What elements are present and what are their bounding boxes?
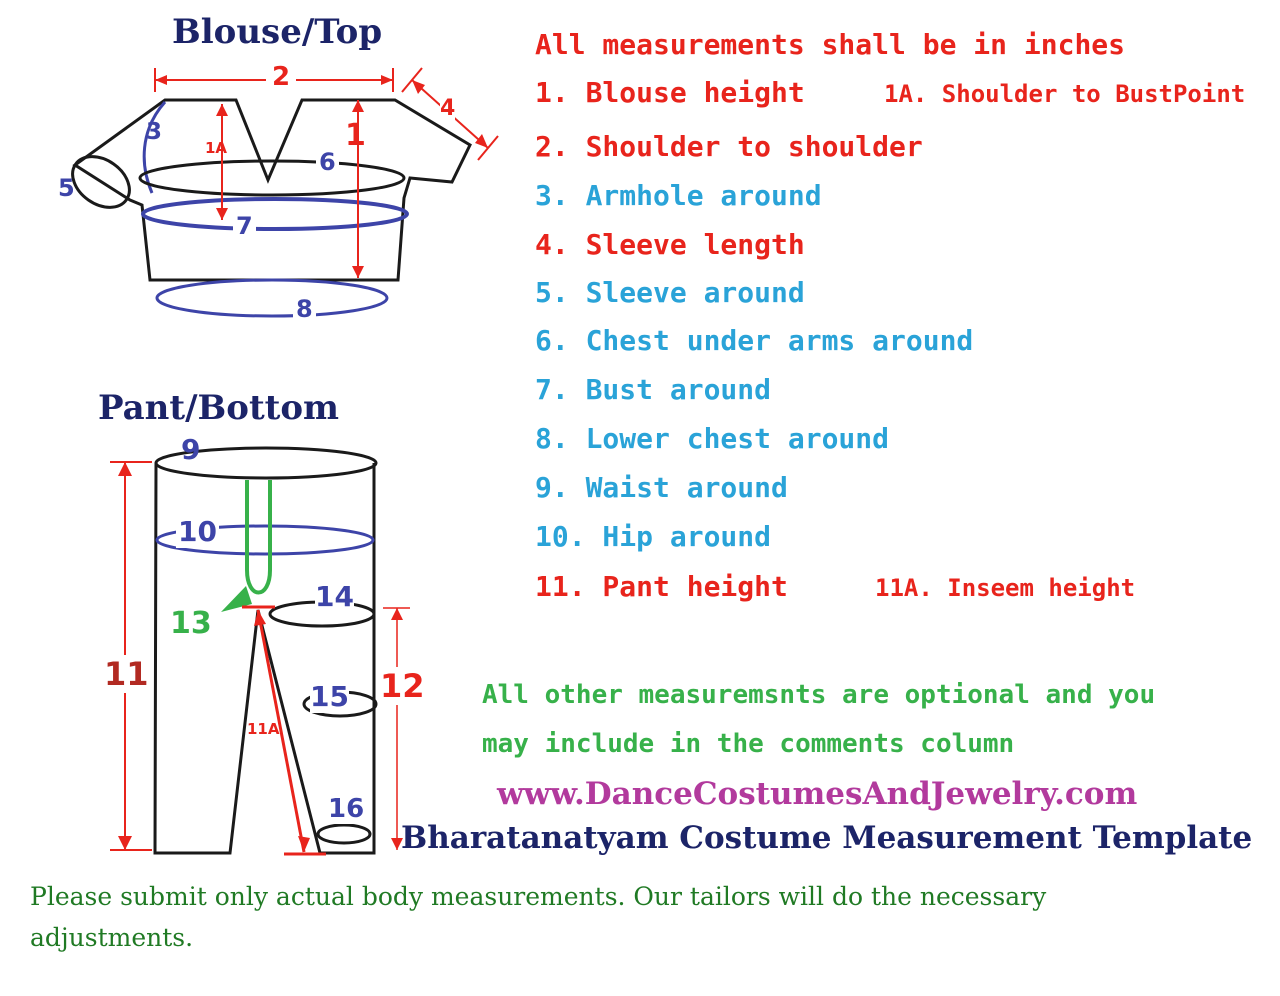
label-6: 6	[316, 148, 339, 176]
label-5: 5	[58, 174, 75, 202]
label-16: 16	[328, 794, 365, 824]
template-title: Bharatanatyam Costume Measurement Templa…	[401, 820, 1253, 856]
label-9: 9	[181, 433, 201, 466]
label-10: 10	[176, 515, 219, 548]
pant-heading: Pant/Bottom	[98, 388, 340, 428]
measurement-item: 1. Blouse height	[535, 76, 805, 109]
label-14: 14	[315, 580, 354, 613]
label-11: 11	[104, 655, 149, 693]
shoulder-bust-note: 1A. Shoulder to BustPoint	[884, 80, 1246, 108]
website-url[interactable]: www.DanceCostumesAndJewelry.com	[497, 776, 1138, 812]
measurement-item: 6. Chest under arms around	[535, 324, 974, 357]
measurement-item: 5. Sleeve around	[535, 276, 805, 309]
label-8: 8	[293, 295, 316, 323]
label-7: 7	[233, 212, 256, 240]
label-3: 3	[146, 119, 163, 145]
label-4: 4	[440, 96, 456, 121]
optional-note-line1: All other measuremsnts are optional and …	[482, 680, 1156, 710]
measurement-item: 2. Shoulder to shoulder	[535, 130, 923, 163]
measurement-item: 10. Hip around	[535, 520, 772, 553]
label-1a: 1A	[205, 139, 228, 157]
measurement-item: 8. Lower chest around	[535, 422, 890, 455]
label-12: 12	[380, 667, 425, 705]
label-2: 2	[266, 62, 297, 92]
label-1: 1	[345, 118, 366, 153]
measurement-item: 4. Sleeve length	[535, 228, 805, 261]
measurement-item: 3. Armhole around	[535, 179, 822, 212]
footer-note-line2: adjustments.	[30, 923, 194, 952]
label-11a: 11A	[247, 720, 280, 738]
footer-note-line1: Please submit only actual body measureme…	[30, 882, 1047, 911]
inseem-note: 11A. Inseem height	[875, 574, 1136, 602]
label-15: 15	[310, 680, 349, 713]
label-13: 13	[170, 606, 212, 641]
measurement-item: 9. Waist around	[535, 471, 788, 504]
optional-note-line2: may include in the comments column	[482, 729, 1015, 759]
measurement-intro: All measurements shall be in inches	[535, 28, 1126, 61]
measurement-item: 7. Bust around	[535, 373, 772, 406]
measurement-item: 11. Pant height	[535, 570, 788, 603]
blouse-heading: Blouse/Top	[172, 12, 383, 52]
